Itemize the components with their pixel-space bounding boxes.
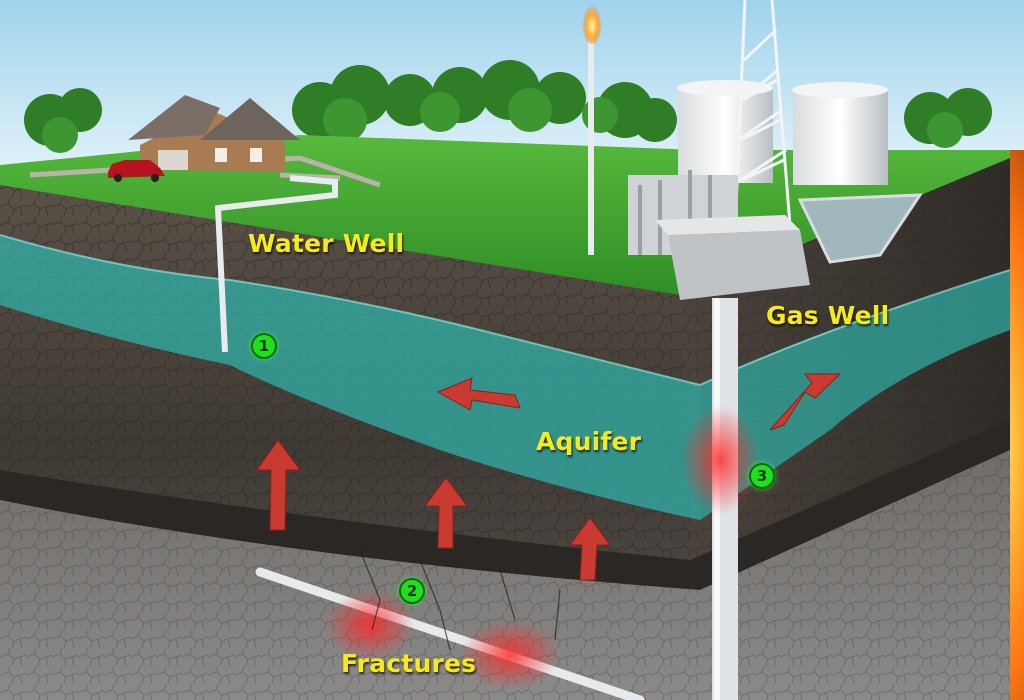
horizontal-well-pipe [255,567,645,700]
water-well-pipe [214,175,338,353]
arrow-icon [256,373,842,581]
wellhead-equipment [628,170,810,300]
marker-3: 3 [749,463,775,489]
flare-stack-icon [582,0,602,255]
aquifer-layer [0,235,700,520]
marker-2: 2 [399,578,425,604]
drilling-rig-icon [733,0,792,231]
aquifer-label: Aquifer [536,427,642,456]
water-well-label: Water Well [248,229,405,258]
gas-well-label: Gas Well [766,301,890,330]
car-icon [108,160,165,182]
fractures-label: Fractures [341,649,477,678]
house-icon [128,95,300,172]
marker-1: 1 [251,333,277,359]
